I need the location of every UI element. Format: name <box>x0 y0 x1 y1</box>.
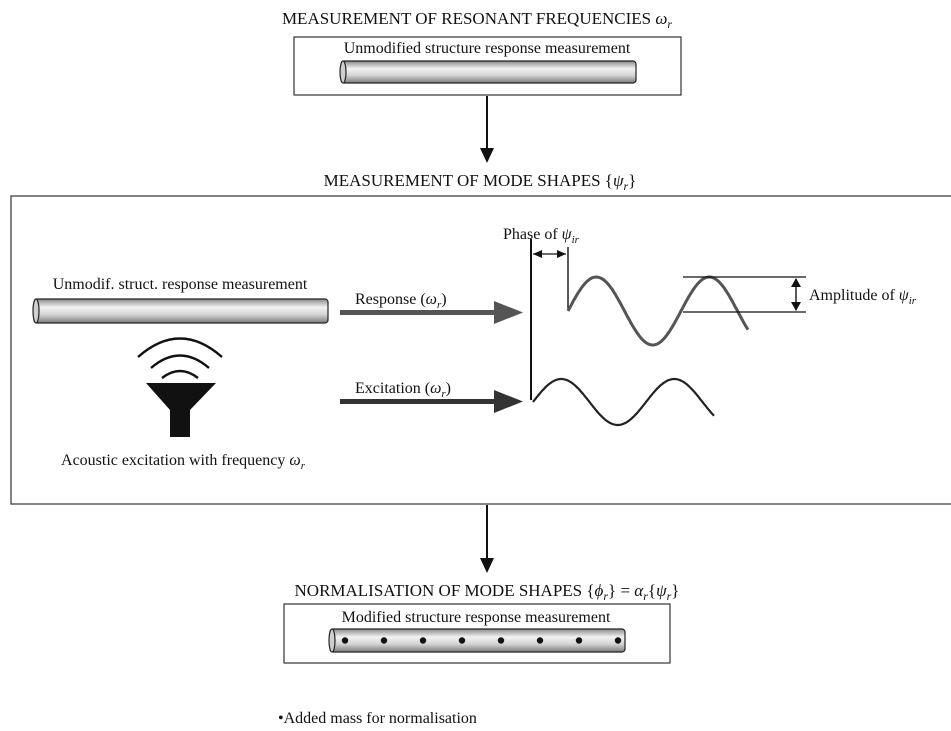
added-mass-dot <box>536 637 544 644</box>
phase-label: Phase of ψir <box>503 226 580 246</box>
added-mass-dot <box>497 637 505 644</box>
section3-box <box>283 603 671 664</box>
section2-rod-label: Unmodif. struct. response measurement <box>53 276 308 293</box>
modified-rod <box>328 628 626 653</box>
response-arrow <box>340 301 523 324</box>
speaker-label: Acoustic excitation with frequency ωr <box>61 452 306 472</box>
excitation-label: Excitation (ωr) <box>355 380 451 400</box>
added-mass-dots <box>341 637 622 644</box>
flow-arrow-2 <box>480 505 494 573</box>
amplitude-label: Amplitude of ψir <box>809 287 917 307</box>
added-mass-dot <box>380 637 388 644</box>
unmodified-rod <box>339 60 637 84</box>
section2-title: MEASUREMENT OF MODE SHAPES {ψr} <box>324 171 637 193</box>
section3-box-label: Modified structure response measurement <box>342 609 611 626</box>
section2-box <box>10 195 951 505</box>
phase-dimension <box>533 250 566 258</box>
section1-box <box>293 36 682 96</box>
section1-title: MEASUREMENT OF RESONANT FREQUENCIES ωr <box>282 9 672 31</box>
flow-arrow-1 <box>480 96 494 163</box>
response-label: Response (ωr) <box>355 291 447 311</box>
section1-box-label: Unmodified structure response measuremen… <box>344 40 631 57</box>
excitation-arrow <box>340 390 523 413</box>
amplitude-dimension <box>791 278 801 311</box>
added-mass-dot <box>575 637 583 644</box>
added-mass-dot <box>614 637 622 644</box>
unmodified-rod-section2 <box>32 298 329 324</box>
excitation-waveform <box>532 377 715 427</box>
response-waveform <box>566 275 750 347</box>
added-mass-legend: •Added mass for normalisation <box>278 710 477 727</box>
added-mass-dot <box>341 637 349 644</box>
added-mass-dot <box>419 637 427 644</box>
speaker-icon <box>137 337 223 437</box>
added-mass-dot <box>458 637 466 644</box>
section3-title: NORMALISATION OF MODE SHAPES {ϕr} = αr{ψ… <box>295 581 680 603</box>
